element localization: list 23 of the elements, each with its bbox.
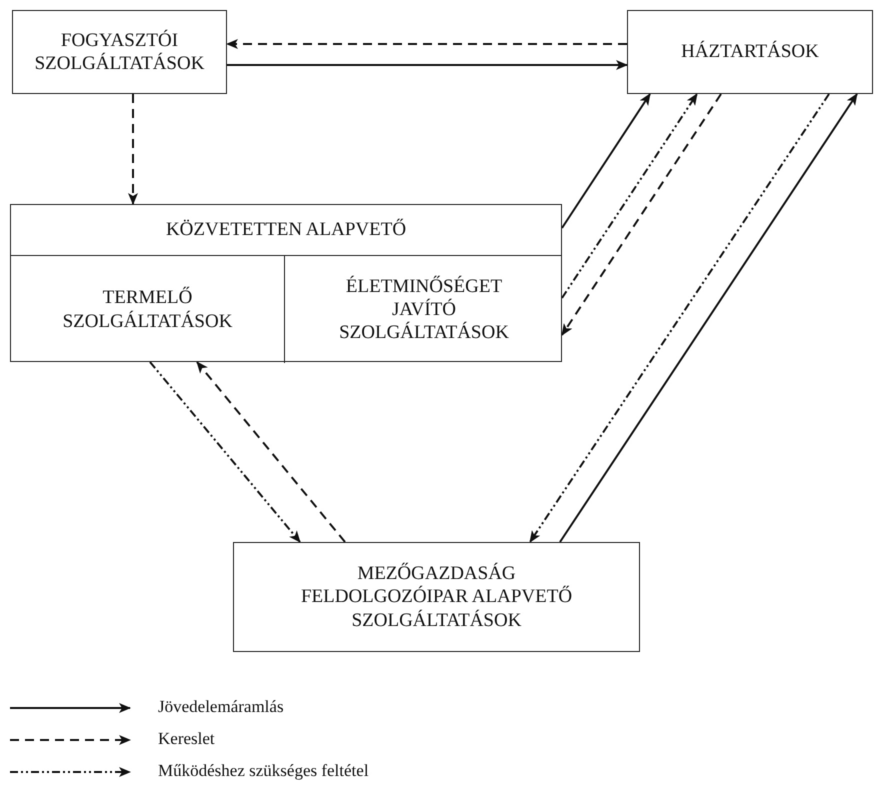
arrow bbox=[529, 93, 830, 543]
arrow bbox=[196, 361, 346, 543]
arrow bbox=[149, 361, 301, 543]
legend-label: Jövedelemáramlás bbox=[158, 697, 284, 717]
arrow bbox=[226, 39, 627, 49]
box-heading: KÖZVETETTEN ALAPVETŐ bbox=[164, 218, 408, 242]
box-label: MEZŐGAZDASÁG FELDOLGOZÓIPAR ALAPVETŐ SZOLGÁLTATÁSOK bbox=[300, 562, 574, 632]
arrow bbox=[561, 93, 651, 229]
box-label: FOGYASZTÓI SZOLGÁLTATÁSOK bbox=[34, 28, 206, 76]
process-box bbox=[12, 10, 227, 94]
box-label: ÉLETMINŐSÉGET JAVÍTÓ SZOLGÁLTATÁSOK bbox=[338, 274, 510, 344]
box-label: TERMELŐ SZOLGÁLTATÁSOK bbox=[62, 286, 234, 333]
process-box bbox=[233, 542, 640, 652]
arrow bbox=[227, 60, 628, 70]
arrow bbox=[559, 93, 858, 543]
arrow bbox=[128, 94, 138, 205]
box-label: HÁZTARTÁSOK bbox=[680, 40, 820, 64]
legend-label: Működéshez szükséges feltétel bbox=[158, 761, 369, 781]
legend-label: Kereslet bbox=[158, 729, 215, 749]
arrow bbox=[561, 93, 698, 299]
process-box bbox=[10, 204, 562, 362]
process-box bbox=[627, 10, 873, 94]
arrow bbox=[561, 93, 722, 336]
